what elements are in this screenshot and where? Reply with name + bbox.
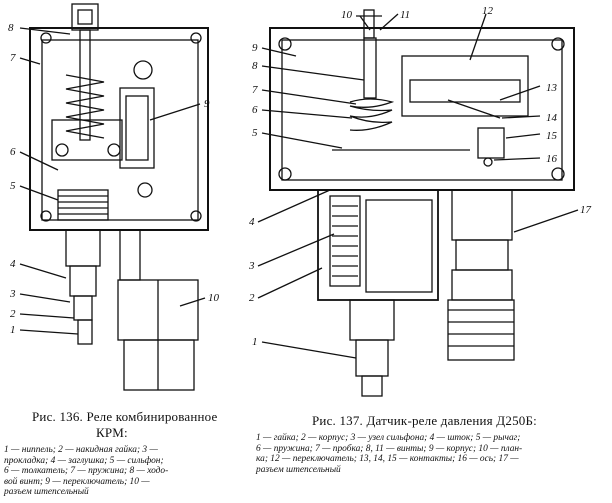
fig137-label-12: 12: [482, 5, 494, 17]
fig136-label-6: 6: [10, 146, 16, 158]
fig137-label-6: 6: [252, 104, 258, 116]
fig137-label-7: 7: [252, 84, 258, 96]
figure-137-pressure-sensor-d250b: 10 11 12 9 8 7 6 5 13 14 15 16 4 3 2 1 1…: [248, 5, 592, 397]
fig136-label-8: 8: [8, 22, 14, 34]
fig136-caption-legend: 1 — ниппель; 2 — накидная гайка; 3 — про…: [4, 445, 169, 498]
fig136-label-2: 2: [10, 308, 16, 320]
fig137-label-3: 3: [248, 260, 255, 272]
fig137-caption-legend: 1 — гайка; 2 — корпус; 3 — узел сильфона…: [256, 433, 523, 475]
fig136-label-9: 9: [204, 98, 210, 110]
fig137-label-1: 1: [252, 336, 258, 348]
fig137-label-16: 16: [546, 153, 558, 165]
fig137-caption-title: Рис. 137. Датчик-реле давления Д250Б:: [312, 413, 537, 428]
fig137-label-10: 10: [341, 9, 353, 21]
fig137-label-2: 2: [249, 292, 255, 304]
fig136-label-10: 10: [208, 292, 220, 304]
fig137-label-4: 4: [249, 216, 255, 228]
fig137-label-8: 8: [252, 60, 258, 72]
fig137-label-11: 11: [400, 9, 410, 21]
figure-136-relay-krm: 8 7 6 5 9 4 3 2 1 10: [8, 3, 220, 391]
fig137-label-17: 17: [580, 204, 592, 216]
fig136-label-4: 4: [10, 258, 16, 270]
fig137-label-9: 9: [252, 42, 258, 54]
fig137-label-14: 14: [546, 112, 558, 124]
fig136-label-5: 5: [10, 180, 16, 192]
fig136-caption-title: Рис. 136. Реле комбинированное: [32, 409, 218, 424]
fig136-caption-title-2: КРМ:: [96, 425, 128, 440]
fig137-label-15: 15: [546, 130, 558, 142]
fig137-label-13: 13: [546, 82, 558, 94]
fig136-label-7: 7: [10, 52, 16, 64]
fig137-label-5: 5: [252, 127, 258, 139]
fig136-label-3: 3: [9, 288, 16, 300]
fig136-label-1: 1: [10, 324, 16, 336]
